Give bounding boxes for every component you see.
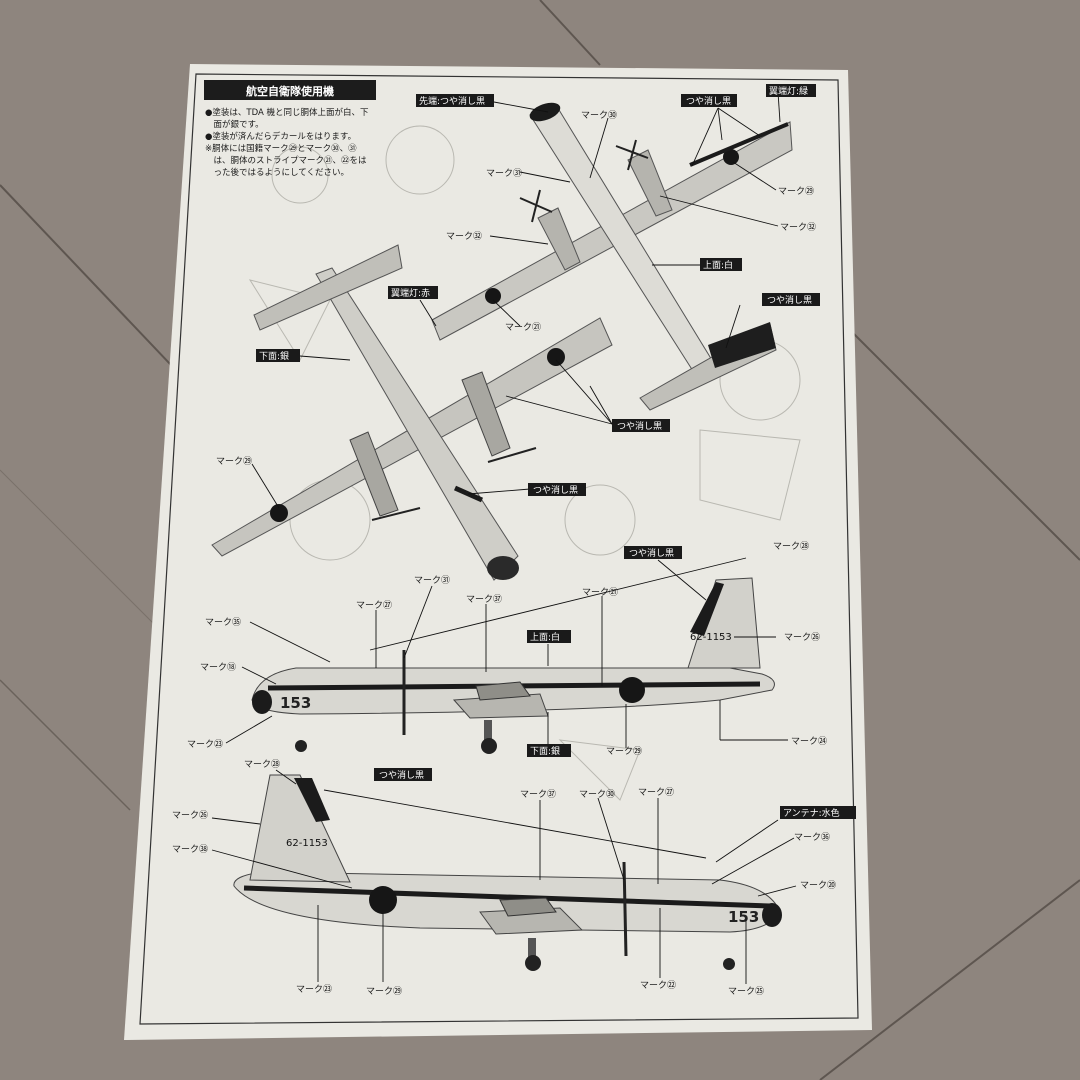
- label-mark31-right: マーク㉛: [414, 575, 450, 586]
- label-nose-matte-black: 先端:つや消し黒: [419, 95, 485, 107]
- aircraft-bottom-view: [211, 244, 613, 581]
- label-mark22-left: マーク㉒: [640, 980, 676, 991]
- label-matte-black-belly: つや消し黒: [533, 484, 578, 496]
- aircraft-top-view: [431, 102, 793, 411]
- label-mark25-left: マーク㉕: [728, 986, 764, 997]
- note-line-1: ●塗装は、TDA 機と同じ胴体上面が白、下: [205, 107, 369, 118]
- label-matte-black-top: つや消し黒: [686, 95, 731, 107]
- page-border: [139, 73, 859, 1025]
- label-mark29-top: マーク㉙: [778, 186, 814, 197]
- labels-side-left: マーク㉘ つや消し黒 マーク㊲ マーク㉚ マーク㉗ マーク㉖ アンテナ:水色 マ…: [172, 759, 856, 997]
- label-mark29-left: マーク㉙: [366, 986, 402, 997]
- label-matte-black-bottom: つや消し黒: [617, 420, 662, 432]
- label-mark21-right: マーク㉑: [582, 587, 618, 598]
- label-mark23-left: マーク㉓: [296, 984, 332, 995]
- note-line-6: った後ではるようにしてください。: [205, 167, 349, 178]
- nose-number-right: 153: [280, 694, 311, 712]
- label-mark32-left: マーク㉜: [446, 231, 482, 242]
- label-lower-silver-side: 下面:銀: [530, 745, 560, 757]
- label-mark32-right: マーク㉜: [780, 222, 816, 233]
- leader-lines: [211, 91, 797, 984]
- label-mark29-right: マーク㉙: [606, 746, 642, 757]
- label-mark27-left: マーク㉗: [638, 787, 674, 798]
- nose-number-left: 153: [728, 908, 759, 926]
- registration-right: 62-1153: [690, 632, 732, 643]
- label-mark36-left: マーク㊱: [794, 832, 830, 843]
- label-mark31-top: マーク㉛: [486, 168, 522, 179]
- label-wingtip-green: 翼端灯:緑: [769, 85, 808, 97]
- label-mark30-left: マーク㉚: [579, 789, 615, 800]
- section-header: 航空自衛隊使用機 ●塗装は、TDA 機と同じ胴体上面が白、下 面が銀です。 ●塗…: [204, 80, 376, 178]
- note-line-3: ●塗装が済んだらデカールをはります。: [205, 131, 356, 142]
- label-mark24-right: マーク㉔: [791, 736, 827, 747]
- labels-side-right: つや消し黒 マーク㉘ マーク㉛ マーク㉗ マーク㊲ マーク㉑ マーク㉟ 上面:白…: [187, 541, 827, 757]
- note-line-4: ※胴体には国籍マーク㉙とマーク㉚、㉛: [205, 143, 357, 154]
- label-mark21-top: マーク㉑: [505, 322, 541, 333]
- label-mark30-top: マーク㉚: [581, 110, 617, 121]
- note-line-2: 面が銀です。: [205, 119, 264, 130]
- aircraft-side-view-left: 153 62-1153: [233, 774, 782, 971]
- label-mark28-left: マーク㉘: [244, 759, 280, 770]
- label-antenna: アンテナ:水色: [783, 807, 840, 819]
- label-mark23-right: マーク㉓: [187, 739, 223, 750]
- section-title: 航空自衛隊使用機: [246, 84, 334, 98]
- label-matte-black-tail: つや消し黒: [767, 294, 812, 306]
- label-mark20-left: マーク⑳: [800, 880, 836, 891]
- note-line-5: は、胴体のストライプマーク㉑、㉒をは: [205, 155, 367, 166]
- label-lower-silver: 下面:銀: [259, 350, 289, 362]
- aircraft-side-view-right: 153 62-1153: [251, 577, 775, 754]
- label-matte-black-fin-left: つや消し黒: [379, 769, 424, 781]
- label-mark28-right: マーク㉘: [773, 541, 809, 552]
- label-wingtip-red: 翼端灯:赤: [391, 287, 430, 299]
- label-mark38-left: マーク㊳: [172, 844, 208, 855]
- label-mark18-right: マーク⑱: [200, 662, 236, 673]
- label-matte-black-fin: つや消し黒: [629, 547, 674, 559]
- labels-top-view: 先端:つや消し黒 マーク㉚ マーク㉛ つや消し黒 翼端灯:緑 マーク㉙ マーク㉜…: [388, 84, 820, 333]
- label-mark26-left: マーク㉖: [172, 810, 208, 821]
- labels-bottom-view: 下面:銀 つや消し黒 マーク㉙ つや消し黒: [216, 349, 670, 496]
- label-mark26-right: マーク㉖: [784, 632, 820, 643]
- registration-left: 62-1153: [286, 838, 328, 849]
- label-upper-white-top: 上面:白: [703, 259, 733, 271]
- label-mark37-right: マーク㊲: [466, 594, 502, 605]
- label-mark27-right: マーク㉗: [356, 600, 392, 611]
- label-upper-white-side: 上面:白: [530, 631, 560, 643]
- label-mark29-bottom: マーク㉙: [216, 456, 252, 467]
- label-mark37-left: マーク㊲: [520, 789, 556, 800]
- label-mark35-right: マーク㉟: [205, 617, 241, 628]
